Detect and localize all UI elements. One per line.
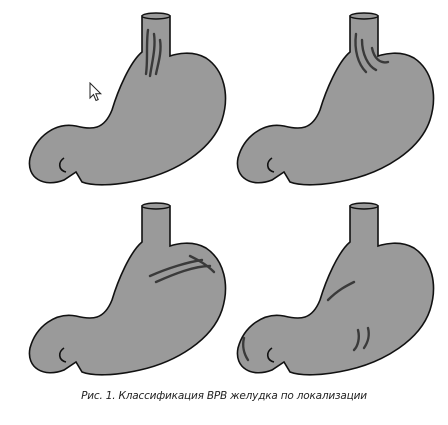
stomach-diagram-4	[236, 202, 435, 376]
stomach-diagram-2	[236, 12, 435, 186]
stomach-diagram-1	[28, 12, 227, 186]
stomach-diagram-3	[28, 202, 227, 376]
stomach-diagrams	[28, 12, 435, 376]
figure-caption: Рис. 1. Классификация ВРВ желудка по лок…	[81, 390, 367, 402]
varices-cardia	[354, 32, 390, 74]
varices-ectopic	[242, 280, 370, 362]
varices-esophageal	[144, 28, 162, 78]
mouse-pointer-icon	[89, 82, 103, 102]
varices-fundal	[148, 254, 216, 284]
